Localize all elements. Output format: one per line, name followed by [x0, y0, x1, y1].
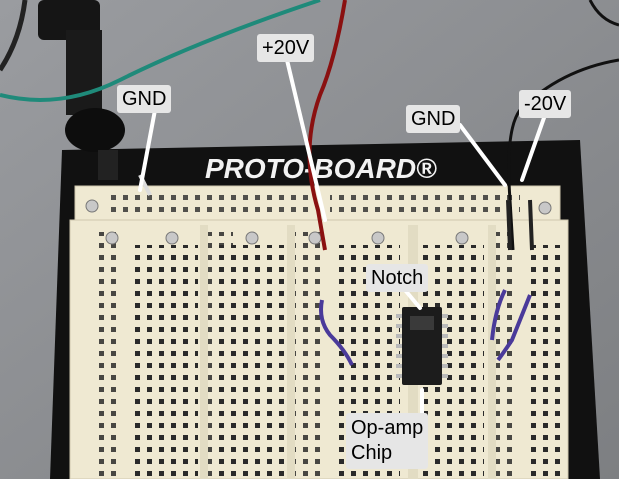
label-gnd-right: GND — [406, 105, 461, 133]
board-brand: PROTO-BOARD® — [205, 153, 437, 184]
red-wire — [307, 0, 347, 251]
purple-jumper-right — [496, 294, 532, 362]
label-plus20v: +20V — [257, 34, 315, 62]
opamp-chip — [396, 307, 448, 385]
pointer-plus20v — [285, 58, 327, 222]
label-minus20v: -20V — [519, 90, 572, 118]
black-wire-2 — [588, 0, 619, 27]
pointer-minus20v — [520, 113, 547, 182]
dark-wire-left — [0, 0, 28, 72]
label-notch: Notch — [366, 264, 429, 292]
label-opamp: Op-amp Chip — [346, 413, 429, 469]
jumper-right-rail — [506, 199, 534, 251]
purple-jumper-left — [319, 299, 354, 366]
pointer-gnd-right — [458, 123, 507, 187]
green-wire — [0, 0, 321, 102]
label-gnd-left: GND — [117, 85, 172, 113]
pointer-notch — [403, 288, 422, 310]
purple-jumper-right-2 — [490, 289, 507, 341]
pointer-gnd-left — [138, 108, 157, 192]
